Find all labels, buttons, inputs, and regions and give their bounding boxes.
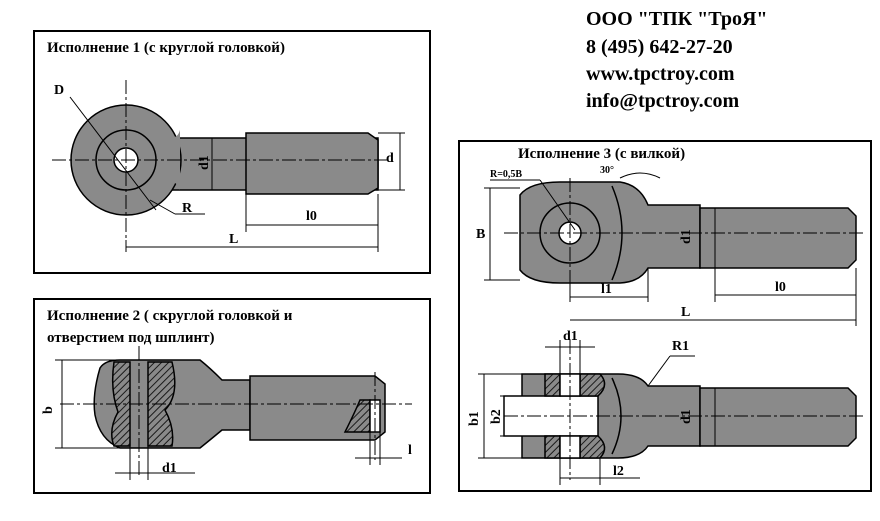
label-l2: l2 [613, 464, 624, 479]
label-l1: l1 [601, 282, 612, 297]
label-R1: R1 [672, 339, 690, 354]
website-link[interactable]: www.tpctroy.com [586, 63, 735, 85]
label-L-fork: L [681, 305, 691, 320]
label-l0: l0 [306, 209, 317, 224]
label-D: D [54, 83, 65, 98]
panel-1-centerlines [52, 80, 392, 238]
panel-2-centerlines [60, 346, 412, 478]
label-d1-top: d1 [563, 329, 578, 344]
label-L: L [229, 232, 239, 247]
fork-side-rod [699, 387, 857, 447]
panel-3-upper-lines [484, 172, 864, 326]
shank-section [343, 399, 371, 433]
label-b1: b1 [467, 411, 482, 426]
panel-2-title-line-2: отверстием под шплинт) [47, 330, 215, 346]
panel-3-lower-lines [478, 340, 864, 485]
head-section-left [111, 361, 131, 447]
panel-2-title-line-1: Исполнение 2 ( скруглой головкой и [47, 308, 293, 324]
label-d1-pin: d1 [162, 461, 177, 476]
label-l0-fork: l0 [775, 280, 786, 295]
label-R: R [182, 201, 193, 216]
fork-threaded-rod [699, 207, 857, 269]
panel-1-dimensions [69, 96, 405, 252]
label-B: B [476, 227, 486, 242]
email-link[interactable]: info@tpctroy.com [586, 90, 740, 112]
panel-3-title: Исполнение 3 (с вилкой) [518, 146, 686, 162]
rod-end-pin-head [93, 359, 386, 449]
panel-1-title: Исполнение 1 (с круглой головкой) [47, 40, 285, 56]
company-name: ООО "ТПК "ТроЯ" [586, 8, 768, 30]
panel-2-dimensions [55, 359, 402, 480]
phone-number: 8 (495) 642-27-20 [586, 36, 733, 58]
label-R-half-B: R=0,5B [490, 169, 523, 180]
label-angle-30: 30° [600, 165, 614, 176]
label-l: l [408, 443, 412, 458]
label-d: d [386, 151, 394, 166]
label-d1-side: d1 [679, 409, 694, 424]
label-d1-fork: d1 [679, 229, 694, 244]
label-b2: b2 [489, 409, 504, 424]
